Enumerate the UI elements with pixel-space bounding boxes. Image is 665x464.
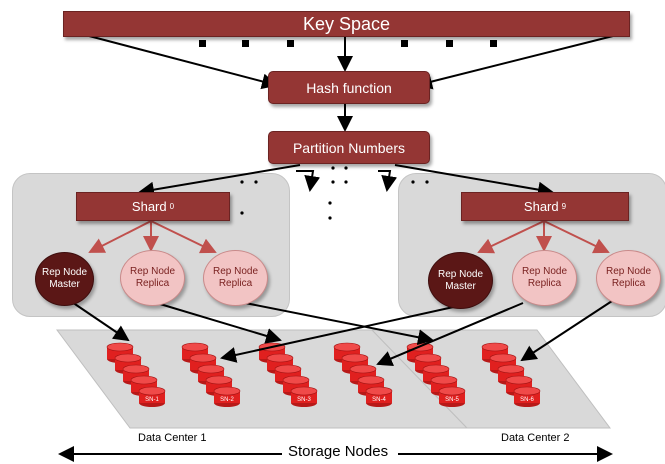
key-dot	[287, 40, 294, 47]
shard-9-label: Shard	[523, 199, 559, 214]
partition-dot	[328, 201, 332, 205]
rep-node-line1: Rep Node	[129, 266, 176, 277]
rep-link-s9-replica-2	[520, 300, 613, 362]
shard-9-index: 9	[561, 202, 567, 211]
storage-node-label: SN-3	[297, 397, 311, 403]
keyspace-arrow-left	[69, 30, 278, 90]
shard-0-index: 0	[169, 202, 175, 211]
rep-node-line2: Replica	[218, 278, 253, 289]
storage-node-cylinder: SN-3	[290, 386, 318, 407]
partition-dot	[331, 166, 335, 170]
shard-9-rep-node-replica-2: Rep Node Replica	[596, 250, 661, 306]
shard-9-rep-node-master: Rep Node Master	[428, 252, 493, 309]
shard-0-rep-node-replica-2: Rep Node Replica	[203, 250, 268, 306]
key-dot	[490, 40, 497, 47]
partition-dot	[344, 166, 348, 170]
rep-link-s0-replica-2	[229, 299, 434, 346]
key-dot	[446, 40, 453, 47]
rep-node-line2: Master	[49, 279, 80, 290]
storage-node-label: SN-4	[372, 397, 386, 403]
rep-link-s0-master	[65, 297, 130, 342]
storage-node-label: SN-1	[145, 397, 159, 403]
rep-node-line1: Rep Node	[41, 267, 88, 278]
shard-9-link-master	[477, 220, 545, 254]
rep-link-s9-replica-1	[376, 302, 524, 366]
rep-node-line2: Replica	[611, 278, 646, 289]
key-space-label: Key Space	[302, 13, 391, 34]
rep-node-line2: Replica	[527, 278, 562, 289]
partition-dot	[344, 180, 348, 184]
rep-link-s9-master	[220, 305, 459, 363]
partition-arrow-mid-right	[378, 170, 398, 192]
storage-node-label: SN-6	[520, 397, 534, 403]
storage-node-cylinder: SN-1	[138, 386, 166, 407]
storage-node-label: SN-2	[220, 397, 234, 403]
rep-node-line1: Rep Node	[212, 266, 259, 277]
partition-dot	[425, 180, 429, 184]
partition-arrow-left	[138, 164, 301, 198]
rep-node-line1: Rep Node	[605, 266, 652, 277]
hash-function-box: Hash function	[268, 71, 430, 104]
storage-node-cylinder	[430, 375, 458, 396]
shard-9-link-replica-2	[543, 220, 610, 254]
hash-function-label: Hash function	[306, 79, 392, 96]
storage-node-cylinder: SN-5	[438, 386, 466, 407]
partition-arrow-right	[394, 164, 554, 198]
rep-node-line2: Replica	[135, 278, 170, 289]
storage-node-cylinder: SN-4	[365, 386, 393, 407]
key-dot	[242, 40, 249, 47]
partition-dot	[331, 180, 335, 184]
partition-arrow-mid-left	[296, 170, 321, 192]
shard-0-link-replica-2	[150, 220, 217, 254]
data-center-2-label: Data Center 2	[501, 432, 570, 444]
partition-numbers-label: Partition Numbers	[292, 139, 406, 156]
partition-dot	[254, 180, 258, 184]
storage-node-cylinder: SN-2	[213, 386, 241, 407]
partition-numbers-box: Partition Numbers	[268, 131, 430, 164]
storage-nodes-label: Storage Nodes	[288, 443, 389, 460]
shard-9-rep-node-replica-1: Rep Node Replica	[512, 250, 577, 306]
key-dot	[199, 40, 206, 47]
rep-node-line1: Rep Node	[521, 266, 568, 277]
partition-dot	[411, 180, 415, 184]
rep-node-line1: Rep Node	[437, 268, 484, 280]
partition-dot	[240, 211, 244, 215]
key-dot	[401, 40, 408, 47]
storage-node-cylinder	[205, 375, 233, 396]
shard-0-rep-node-master: Rep Node Master	[35, 252, 94, 306]
storage-node-cylinder	[489, 353, 517, 374]
data-center-1-label: Data Center 1	[138, 432, 207, 444]
keyspace-arrow-right	[416, 32, 626, 90]
rep-node-line2: Master	[445, 280, 476, 292]
partition-dot	[328, 216, 332, 220]
storage-node-label: SN-5	[445, 397, 459, 403]
partition-dot	[240, 180, 244, 184]
shard-0-rep-node-replica-1: Rep Node Replica	[120, 250, 185, 306]
shard-0-label: Shard	[131, 199, 167, 214]
key-space-box: Key Space	[63, 11, 630, 37]
shard-0-link-master	[88, 220, 152, 253]
storage-node-cylinder: SN-6	[513, 386, 541, 407]
rep-link-s0-replica-1	[149, 300, 282, 344]
